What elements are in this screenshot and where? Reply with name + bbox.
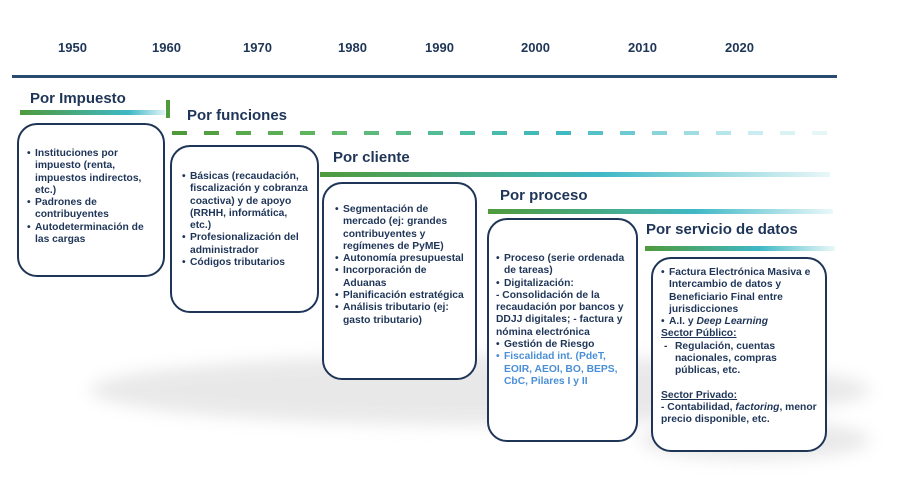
- year-label: 1960: [152, 40, 181, 55]
- box-item: Códigos tributarios: [182, 257, 309, 270]
- box-item: Instituciones por impuesto (renta, impue…: [27, 148, 157, 197]
- box-item: A.I. y Deep Learning: [661, 316, 818, 329]
- box-item: Proceso (serie ordenada de tareas): [496, 253, 629, 278]
- timeline-axis: [12, 75, 837, 78]
- era-bar-por-proceso: [488, 209, 833, 214]
- era-bar-dash: [268, 131, 283, 135]
- box-item: Gestión de Riesgo: [496, 339, 629, 352]
- box-item: Digitalización:: [496, 278, 629, 291]
- era-box-por-cliente: Segmentación de mercado (ej: grandes con…: [322, 182, 477, 380]
- box-item: Profesionalización del administrador: [182, 232, 309, 257]
- era-bar-dash: [428, 131, 443, 135]
- era-bar-por-servicio-de-datos: [645, 246, 835, 251]
- era-divider-tick: [166, 100, 170, 118]
- era-bar-dash: [492, 131, 507, 135]
- era-bar-dash: [652, 131, 667, 135]
- year-label: 1950: [58, 40, 87, 55]
- era-bar-dash: [620, 131, 635, 135]
- box-item-text: A.I. y: [669, 316, 694, 328]
- era-bar-dash: [684, 131, 699, 135]
- era-box-por-servicio-de-datos: Factura Electrónica Masiva e Intercambio…: [651, 257, 827, 452]
- box-item: Fiscalidad int. (PdeT, EOIR, AEOI, BO, B…: [496, 351, 629, 388]
- box-item-italic: Deep Learning: [696, 316, 769, 328]
- era-bar-dash: [812, 131, 827, 135]
- box-item-text: , menor precio disponible, etc.: [661, 401, 817, 426]
- box-item: Padrones de contribuyentes: [27, 197, 157, 222]
- era-box-por-proceso: Proceso (serie ordenada de tareas) Digit…: [487, 218, 638, 442]
- era-title-por-impuesto: Por Impuesto: [30, 90, 126, 107]
- era-bar-por-impuesto: [20, 110, 165, 115]
- era-bar-dash: [300, 131, 315, 135]
- year-label: 2000: [521, 40, 550, 55]
- era-bar-dash: [172, 131, 187, 135]
- era-bar-dash: [396, 131, 411, 135]
- box-item-text: - Contabilidad,: [661, 401, 733, 413]
- era-title-por-funciones: Por funciones: [187, 107, 288, 124]
- box-item: Segmentación de mercado (ej: grandes con…: [335, 204, 467, 253]
- box-item: - Consolidación de la recaudación por ba…: [496, 289, 624, 338]
- era-bar-dash: [236, 131, 251, 135]
- era-bar-dash: [460, 131, 475, 135]
- box-item: - Contabilidad, factoring, menor precio …: [661, 402, 818, 427]
- era-bar-dash: [588, 131, 603, 135]
- box-section-header: Sector Público:: [661, 328, 737, 340]
- year-label: 2010: [628, 40, 657, 55]
- box-item: Regulación, cuentas nacionales, compras …: [661, 341, 818, 378]
- era-box-por-funciones: Básicas (recaudación, fiscalización y co…: [170, 145, 319, 313]
- era-box-por-impuesto: Instituciones por impuesto (renta, impue…: [17, 123, 165, 277]
- era-bar-dash: [364, 131, 379, 135]
- year-label: 1980: [338, 40, 367, 55]
- era-bar-dash: [524, 131, 539, 135]
- era-bar-dash: [748, 131, 763, 135]
- box-item-italic: factoring: [735, 401, 780, 413]
- box-item: Planificación estratégica: [335, 290, 467, 303]
- box-item: Básicas (recaudación, fiscalización y co…: [182, 171, 309, 232]
- box-item: Autonomía presupuestal: [335, 253, 467, 266]
- box-item: Análisis tributario (ej: gasto tributari…: [335, 302, 467, 327]
- era-title-por-cliente: Por cliente: [333, 149, 410, 166]
- era-title-por-servicio-de-datos: Por servicio de datos: [646, 221, 798, 238]
- era-bar-dash: [204, 131, 219, 135]
- box-item: Incorporación de Aduanas: [335, 265, 467, 290]
- box-item: Factura Electrónica Masiva e Intercambio…: [661, 267, 818, 316]
- era-title-por-proceso: Por proceso: [500, 187, 588, 204]
- year-label: 1990: [425, 40, 454, 55]
- era-bar-dash: [716, 131, 731, 135]
- era-bar-dash: [556, 131, 571, 135]
- box-section-header: Sector Privado:: [661, 389, 738, 401]
- box-item: Autodeterminación de las cargas: [27, 222, 157, 247]
- era-bar-por-cliente: [320, 172, 830, 177]
- year-label: 1970: [243, 40, 272, 55]
- era-bar-dash: [332, 131, 347, 135]
- era-bar-dash: [780, 131, 795, 135]
- year-label: 2020: [725, 40, 754, 55]
